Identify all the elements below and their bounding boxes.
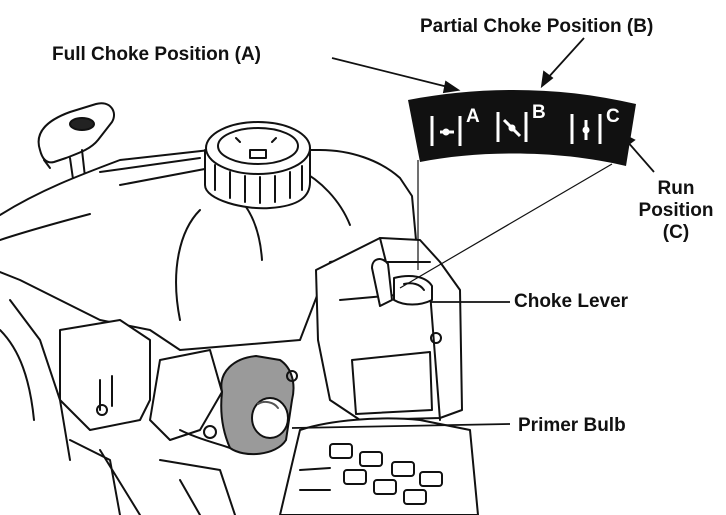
leader-lines bbox=[291, 37, 655, 429]
partial-choke-label: Partial Choke Position (B) bbox=[420, 16, 654, 37]
lower-housing bbox=[59, 319, 236, 515]
plate-letter-b: B bbox=[532, 102, 546, 123]
plate-letter-a: A bbox=[466, 106, 480, 127]
choke-lever-label: Choke Lever bbox=[514, 291, 629, 312]
run-position-label: Run Position (C) bbox=[626, 178, 726, 244]
full-choke-label: Full Choke Position (A) bbox=[52, 44, 261, 65]
vent-grid bbox=[279, 417, 479, 515]
run-position-line-1: Run bbox=[657, 178, 695, 199]
run-position-line-2: Position bbox=[638, 200, 714, 221]
primer-bulb-shape bbox=[220, 355, 298, 456]
starter-handle bbox=[37, 102, 115, 187]
run-position-line-3: (C) bbox=[662, 222, 690, 243]
choke-lever-shape bbox=[371, 258, 433, 307]
primer-bulb-label: Primer Bulb bbox=[518, 415, 626, 436]
plate-letter-c: C bbox=[606, 106, 620, 127]
fuel-cap bbox=[204, 121, 311, 210]
choke-position-plate bbox=[408, 89, 636, 166]
engine-body bbox=[0, 149, 417, 461]
